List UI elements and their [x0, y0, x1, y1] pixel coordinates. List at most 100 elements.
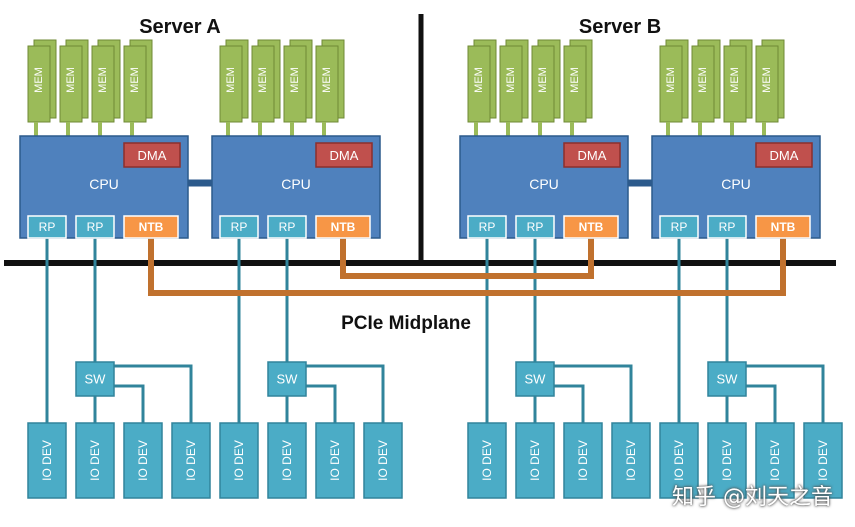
- ntb-port-label: NTB: [771, 220, 796, 234]
- mem-module: [123, 45, 147, 123]
- mem-pin: [538, 122, 542, 136]
- root-port-label: RP: [527, 220, 544, 234]
- pcie-switch: [707, 361, 747, 397]
- ntb-port: [315, 215, 371, 239]
- io-device-label: IO DEV: [40, 440, 54, 481]
- root-port-label: RP: [39, 220, 56, 234]
- cpu-label: CPU: [89, 176, 119, 192]
- mem-module-label: MEM: [289, 67, 301, 93]
- watermark-text: 知乎 @刘天之音: [672, 485, 833, 510]
- mem-module-label: MEM: [729, 67, 741, 93]
- mem-module-label: MEM: [761, 67, 773, 93]
- pcie-switch-label: SW: [85, 372, 107, 387]
- mem-module: [251, 45, 275, 123]
- mem-pin: [98, 122, 102, 136]
- mem-module-label: MEM: [665, 67, 677, 93]
- mem-module-label: MEM: [537, 67, 549, 93]
- pcie-switch: [75, 361, 115, 397]
- cpu-label: CPU: [721, 176, 751, 192]
- root-port: [75, 215, 115, 239]
- mem-module-label: MEM: [505, 67, 517, 93]
- dma-label: DMA: [138, 148, 167, 163]
- dma-label: DMA: [330, 148, 359, 163]
- dma-engine: [563, 142, 621, 168]
- io-device-label: IO DEV: [624, 440, 638, 481]
- ntb-port-label: NTB: [139, 220, 164, 234]
- root-port: [27, 215, 67, 239]
- link-switch-to-iodev: [306, 364, 385, 423]
- link-switch-to-iodev: [114, 384, 145, 423]
- cpu-label: CPU: [281, 176, 311, 192]
- mem-module-label: MEM: [473, 67, 485, 93]
- ntb-port: [123, 215, 179, 239]
- root-port-label: RP: [231, 220, 248, 234]
- io-device-label: IO DEV: [136, 440, 150, 481]
- io-device: [219, 422, 259, 499]
- pcie-switch: [267, 361, 307, 397]
- pcie-switches: SW SW SW SW: [75, 361, 747, 397]
- ntb-port-label: NTB: [331, 220, 356, 234]
- mem-module-label: MEM: [97, 67, 109, 93]
- mem-module: [283, 45, 307, 123]
- mem-module: [91, 45, 115, 123]
- dma-engine: [755, 142, 813, 168]
- server-a-title: Server A: [139, 16, 221, 38]
- io-device-label: IO DEV: [480, 440, 494, 481]
- mem-pin: [666, 122, 670, 136]
- mem-pin: [322, 122, 326, 136]
- io-device: [611, 422, 651, 499]
- cpu-label: CPU: [529, 176, 559, 192]
- mem-module-label: MEM: [321, 67, 333, 93]
- mem-module: [499, 45, 523, 123]
- io-device: [515, 422, 555, 499]
- io-device: [171, 422, 211, 499]
- root-port-label: RP: [719, 220, 736, 234]
- ntb-link-a1-b2: [148, 238, 786, 296]
- mem-module: [531, 45, 555, 123]
- mem-pin: [762, 122, 766, 136]
- io-device: [27, 422, 67, 499]
- io-device-label: IO DEV: [768, 440, 782, 481]
- pcie-links: [45, 234, 825, 423]
- io-device-label: IO DEV: [280, 440, 294, 481]
- mem-pin: [130, 122, 134, 136]
- mem-module-label: MEM: [225, 67, 237, 93]
- mem-module: [59, 45, 83, 123]
- pcie-switch-label: SW: [277, 372, 299, 387]
- root-port-label: RP: [279, 220, 296, 234]
- ntb-port-label: NTB: [579, 220, 604, 234]
- dma-label: DMA: [770, 148, 799, 163]
- io-device-label: IO DEV: [232, 440, 246, 481]
- ntb-port: [755, 215, 811, 239]
- root-port: [659, 215, 699, 239]
- mem-pin: [66, 122, 70, 136]
- pcie-switch-label: SW: [525, 372, 547, 387]
- mem-module-label: MEM: [697, 67, 709, 93]
- mem-pin: [290, 122, 294, 136]
- mem-module-label: MEM: [129, 67, 141, 93]
- pcie-switch-label: SW: [717, 372, 739, 387]
- link-switch-to-iodev: [554, 364, 633, 423]
- io-device-label: IO DEV: [88, 440, 102, 481]
- root-port-label: RP: [671, 220, 688, 234]
- io-device: [363, 422, 403, 499]
- root-port: [707, 215, 747, 239]
- mem-pin: [730, 122, 734, 136]
- link-switch-to-iodev: [306, 384, 337, 423]
- root-port: [219, 215, 259, 239]
- io-device-label: IO DEV: [528, 440, 542, 481]
- mem-module: [755, 45, 779, 123]
- io-device-label: IO DEV: [720, 440, 734, 481]
- mem-pin: [570, 122, 574, 136]
- mem-pin: [506, 122, 510, 136]
- io-device: [315, 422, 355, 499]
- mem-pin: [226, 122, 230, 136]
- io-devices: IO DEV IO DEV IO DEV IO DEV IO DEV IO DEV IO D…: [27, 422, 843, 499]
- link-switch-to-iodev: [114, 364, 193, 423]
- root-port: [267, 215, 307, 239]
- root-port: [515, 215, 555, 239]
- dma-engine: [315, 142, 373, 168]
- mem-pin: [474, 122, 478, 136]
- mem-module: [219, 45, 243, 123]
